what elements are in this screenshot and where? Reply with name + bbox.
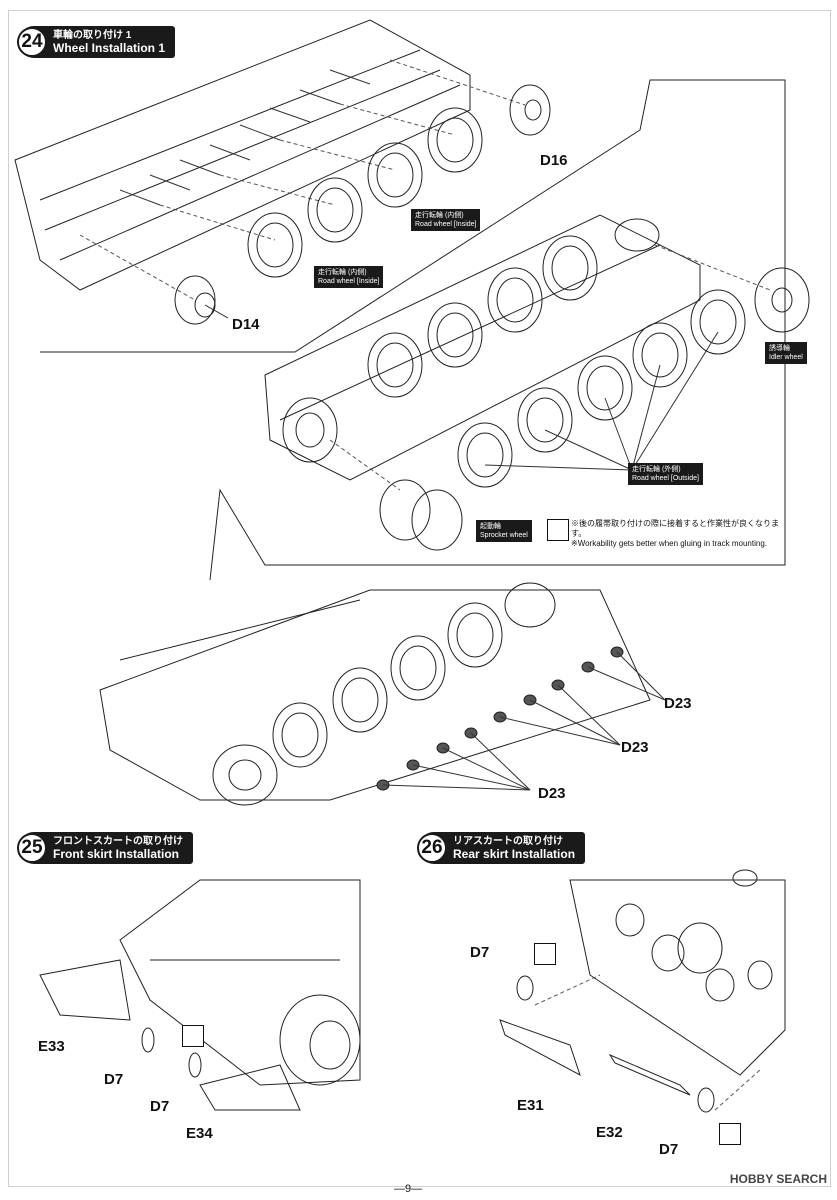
tag-sprocket-wheel: 起動輪 Sprocket wheel <box>476 520 532 542</box>
step-title-en: Front skirt Installation <box>53 847 180 861</box>
part-label-d23-2: D23 <box>621 739 649 756</box>
gluing-note-jp: ※後の履帯取り付けの際に接着すると作業性が良くなります。 <box>571 519 779 538</box>
step-title-jp: フロントスカートの取り付け <box>53 836 183 847</box>
step-number: 26 <box>417 833 447 863</box>
part-label-e33: E33 <box>38 1038 65 1055</box>
part-label-d16: D16 <box>540 152 568 169</box>
part-label-d7-a: D7 <box>104 1071 124 1088</box>
tag-en: Road wheel [Inside] <box>318 278 380 285</box>
tag-en: Idler wheel <box>769 354 803 361</box>
page-frame <box>8 10 831 1187</box>
part-label-d7-b: D7 <box>150 1098 170 1115</box>
step-title-en: Wheel Installation 1 <box>53 41 166 55</box>
tag-en: Sprocket wheel <box>480 532 528 539</box>
step-title-en: Rear skirt Installation <box>453 847 576 861</box>
tag-road-wheel-outside: 走行転輪 (外側) Road wheel [Outside] <box>628 463 703 485</box>
part-label-e32: E32 <box>596 1124 623 1141</box>
step-24-header: 24 車輪の取り付け 1 Wheel Installation 1 <box>17 26 176 58</box>
gluing-note: ※後の履帯取り付けの際に接着すると作業性が良くなります。 ※Workabilit… <box>571 519 783 549</box>
no-glue-icon <box>182 1025 204 1047</box>
step-26-header: 26 リアスカートの取り付け Rear skirt Installation <box>417 832 586 864</box>
watermark: HOBBY SEARCH <box>729 1172 827 1186</box>
part-label-d7-c: D7 <box>470 944 490 961</box>
no-glue-icon <box>547 519 569 541</box>
part-label-d23-1: D23 <box>664 695 692 712</box>
no-glue-icon <box>534 943 556 965</box>
tag-idler-wheel: 誘導輪 Idler wheel <box>765 342 807 364</box>
tag-jp: 走行転輪 (外側) <box>632 466 681 473</box>
part-label-d23-3: D23 <box>538 785 566 802</box>
step-title-jp: リアスカートの取り付け <box>453 836 563 847</box>
step-25-header: 25 フロントスカートの取り付け Front skirt Installatio… <box>17 832 193 864</box>
tag-jp: 走行転輪 (内側) <box>318 269 367 276</box>
tag-road-wheel-inside-2: 走行転輪 (内側) Road wheel [Inside] <box>314 266 384 288</box>
tag-en: Road wheel [Outside] <box>632 475 699 482</box>
part-label-e31: E31 <box>517 1097 544 1114</box>
page-number: —9— <box>394 1183 423 1195</box>
gluing-note-en: ※Workability gets better when gluing in … <box>571 539 767 548</box>
part-label-d14: D14 <box>232 316 260 333</box>
tag-road-wheel-inside-1: 走行転輪 (内側) Road wheel [Inside] <box>411 209 481 231</box>
step-number: 25 <box>17 833 47 863</box>
step-number: 24 <box>17 27 47 57</box>
no-glue-icon <box>719 1123 741 1145</box>
part-label-e34: E34 <box>186 1125 213 1142</box>
part-label-d7-d: D7 <box>659 1141 679 1158</box>
tag-jp: 走行転輪 (内側) <box>415 212 464 219</box>
step-title-jp: 車輪の取り付け 1 <box>53 30 132 41</box>
tag-jp: 誘導輪 <box>769 345 790 352</box>
tag-en: Road wheel [Inside] <box>415 221 477 228</box>
tag-jp: 起動輪 <box>480 523 501 530</box>
